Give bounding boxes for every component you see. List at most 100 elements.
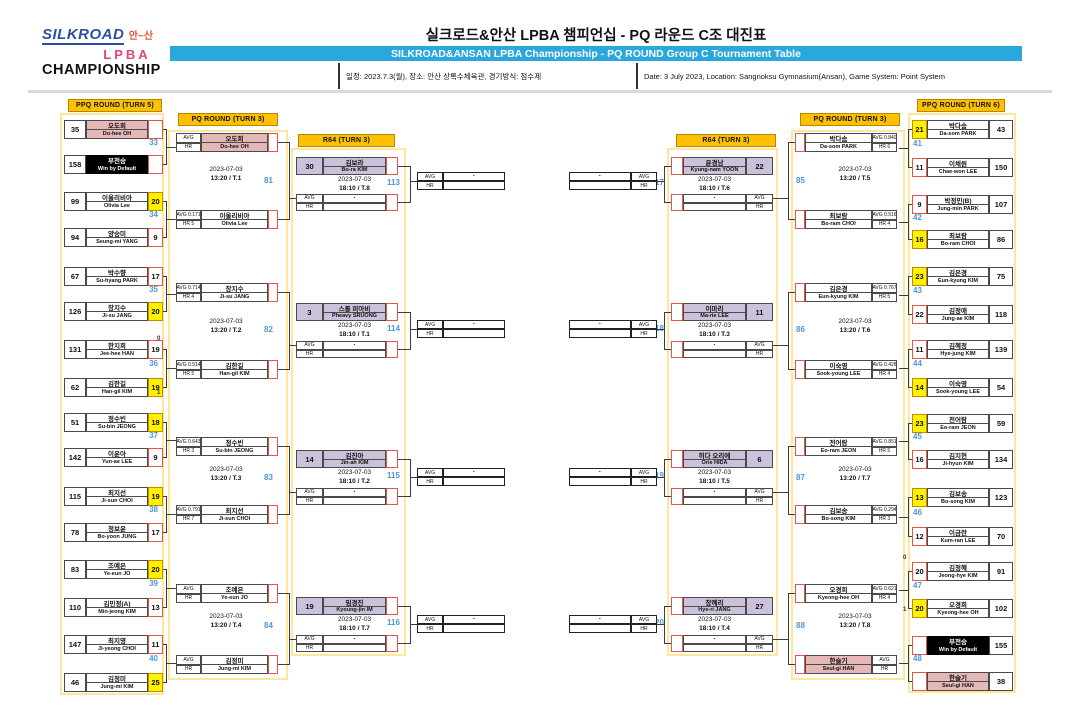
opp-hr-label: HR: [746, 643, 773, 652]
player-rank: 86: [989, 230, 1013, 249]
connector-line: [899, 517, 908, 518]
player-name-kr: 김민정(A): [87, 599, 147, 608]
player-name-en: Eo-ram JEON: [940, 425, 976, 431]
player-rank: 59: [989, 414, 1013, 433]
result-hr-value: [569, 477, 631, 486]
connector-line: [664, 312, 665, 350]
r64-left-header: R64 (TURN 3): [298, 134, 395, 147]
player-name-kr: 장지수: [87, 303, 147, 312]
player-name-en: Bo-ram CHOI: [940, 241, 976, 247]
opp-score-box: [671, 488, 683, 505]
event-info-kr: 일정: 2023.7.3(월), 장소: 안산 상록수체육관, 경기방식: 점수…: [338, 63, 628, 89]
r64-score-box: [671, 303, 683, 321]
player-rank: 78: [64, 523, 86, 542]
pq-player-en: Sook-young LEE: [816, 371, 861, 377]
r64-seed: 30: [296, 157, 323, 175]
r64-player-name-en: Ma-rie LEE: [700, 313, 729, 320]
connector-line: [410, 181, 417, 182]
r64-match-datetime-slot: 18:10 / T.1: [339, 330, 370, 338]
connector-line: [908, 349, 909, 388]
pq-match-datetime-date: 2023-07-03: [209, 318, 243, 325]
opp-hr-label: HR: [296, 496, 323, 505]
score-box: 12: [912, 527, 927, 546]
player-name-en: Da-som PARK: [939, 131, 977, 137]
player-name-kr: 양승미: [87, 229, 147, 238]
player-rank: 139: [989, 340, 1013, 359]
player-name-kr: 오경희: [928, 600, 988, 609]
connector-line: [163, 532, 167, 533]
pq-player-avg: AVG 0.516: [872, 210, 897, 220]
player-rank: 134: [989, 450, 1013, 469]
result-avg-value: ·: [569, 468, 631, 477]
opp-hr-value: [683, 202, 746, 211]
player-name-kr: 오도희: [87, 121, 147, 130]
r64-match-datetime-date: 2023-07-03: [697, 616, 732, 623]
connector-line: [788, 446, 795, 447]
connector-line: [899, 590, 908, 591]
player-rank: 43: [989, 120, 1013, 139]
pq-player-advance-box: [268, 505, 278, 524]
r64-score-box: [386, 303, 398, 321]
pq-right-container: [791, 130, 905, 680]
connector-line: [908, 571, 912, 572]
player-rank: 150: [989, 158, 1013, 177]
match-number: 47: [913, 581, 922, 590]
player-rank: 142: [64, 448, 86, 467]
score-box: 17: [148, 523, 163, 542]
connector-line: [788, 593, 795, 594]
opp-score-box: [386, 341, 398, 358]
pq-player-en: Seul-gi HAN: [822, 666, 855, 672]
connector-line: [163, 496, 167, 497]
connector-line: [163, 129, 167, 130]
result-avg-value: ·: [569, 615, 631, 624]
r64-player-name-kr: 김보라: [324, 158, 385, 167]
connector-line: [278, 142, 289, 143]
player-name-en: Min-jeong KIM: [98, 609, 136, 615]
pq-player-advance-box: [795, 437, 805, 456]
player-name-kr: 김은경: [928, 268, 988, 277]
score-box: [148, 155, 163, 174]
player-name-en: Chae-won LEE: [938, 169, 978, 175]
pq-player-hr: HR 5: [872, 292, 897, 302]
opp-avg-label: AVG: [746, 635, 773, 644]
pq-player-hr: HR: [872, 664, 897, 674]
player-name-kr: 김보송: [928, 489, 988, 498]
player-name-en: Eun-kyung KIM: [937, 278, 979, 284]
match-number: 42: [913, 213, 922, 222]
score-box: 11: [912, 158, 927, 177]
score-box: 20: [912, 599, 927, 618]
r64-match-datetime-date: 2023-07-03: [697, 469, 732, 476]
match-number: 120: [650, 618, 664, 627]
pq-player-en: Jung-mi KIM: [218, 666, 251, 672]
r64-player-name-kr: 윤경남: [684, 158, 745, 167]
match-number: 118: [646, 324, 664, 333]
player-name-en: Do-hee OH: [102, 131, 132, 137]
pq-player-kr: 박다솜: [806, 134, 871, 143]
pq-match-datetime-slot: 13:20 / T.4: [210, 621, 242, 629]
score-box: 14: [912, 378, 927, 397]
connector-line: [398, 312, 410, 313]
result-hr-label: HR: [417, 477, 443, 486]
connector-line: [289, 446, 290, 515]
lpba-logo: LPBA: [103, 47, 151, 62]
connector-line: [289, 639, 296, 640]
opp-avg-value: ·: [683, 488, 746, 497]
connector-line: [278, 446, 289, 447]
r64-match-datetime-date: 2023-07-03: [337, 322, 372, 329]
player-name-en: Bo-song KIM: [941, 499, 975, 505]
pq-player-avg: AVG 0.171: [176, 210, 201, 220]
result-avg-value: ·: [443, 468, 505, 477]
